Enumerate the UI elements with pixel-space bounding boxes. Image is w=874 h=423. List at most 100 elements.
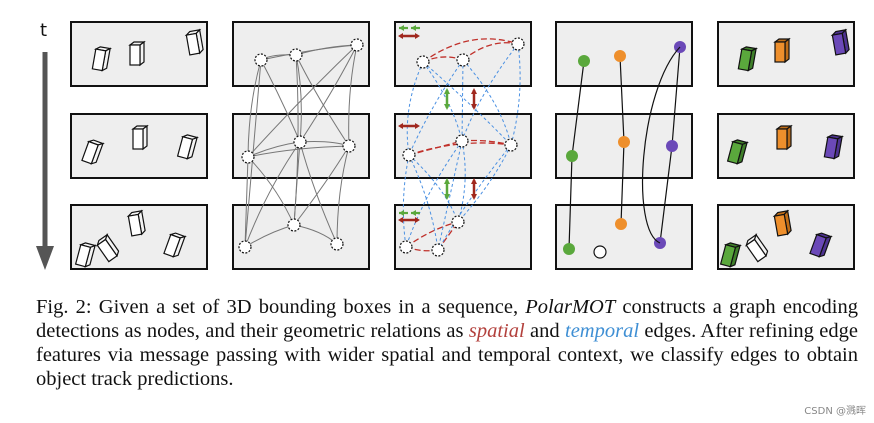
- st-node-1: [416, 55, 430, 69]
- track-node-3-2: [666, 140, 678, 152]
- caption-spatial: spatial: [468, 320, 525, 342]
- temporal-edge-15: [457, 144, 512, 223]
- graph-edge-13: [247, 145, 350, 158]
- track-curve: [641, 46, 681, 244]
- graph-edge-8: [247, 44, 358, 158]
- graph-node-3: [350, 38, 364, 52]
- temporal-edge-5: [462, 59, 512, 146]
- track-node-1-3: [563, 243, 575, 255]
- prediction-box-8: [745, 233, 769, 263]
- figure-caption: Fig. 2: Given a set of 3D bounding boxes…: [36, 295, 858, 391]
- panel-c2-r3: [232, 204, 370, 270]
- column-tracks: [563, 41, 686, 259]
- detection-box-10: [163, 232, 187, 258]
- graph-edge-15: [247, 156, 295, 226]
- red-vertical-arrow-2: [471, 178, 477, 200]
- watermark: CSDN @溅晖: [804, 406, 866, 417]
- column-predictions: [719, 28, 850, 268]
- caption-temporal: temporal: [565, 320, 640, 342]
- graph-node-4: [241, 150, 255, 164]
- detection-box-7: [74, 242, 97, 268]
- graph-edge-19: [336, 145, 350, 245]
- graph-edge-22: [299, 141, 338, 245]
- red-arrow-pair-3: [398, 217, 420, 223]
- caption-text-4: edges. After refining edge features via …: [36, 320, 858, 390]
- unmatched-node: [593, 245, 607, 259]
- detection-box-4: [81, 139, 105, 165]
- green-arrow-pair-2: [399, 210, 420, 216]
- red-arrow-pair-2: [398, 123, 420, 129]
- prediction-box-6: [823, 134, 845, 160]
- track-node-2-2: [618, 136, 630, 148]
- prediction-box-2: [773, 37, 791, 64]
- temporal-edge-13: [457, 140, 466, 223]
- st-node-8: [431, 243, 445, 257]
- temporal-edge-9: [408, 154, 439, 251]
- graph-edge-6: [295, 54, 302, 143]
- detection-box-5: [131, 124, 149, 151]
- detection-box-9: [126, 209, 146, 237]
- green-arrow-pair-1: [399, 25, 420, 31]
- time-label: t: [40, 20, 47, 41]
- detection-box-1: [91, 46, 113, 72]
- graph-node-5: [293, 135, 307, 149]
- track-node-1-2: [566, 150, 578, 162]
- st-node-9: [451, 215, 465, 229]
- temporal-edge-3: [408, 59, 464, 156]
- caption-text-1: Given a set of 3D bounding boxes in a se…: [91, 296, 526, 318]
- spatial-edge-1: [422, 38, 519, 63]
- temporal-edge-6: [461, 43, 519, 142]
- graph-node-6: [342, 139, 356, 153]
- caption-text-2: constructs a graph encoding detections a…: [36, 296, 859, 342]
- temporal-edge-16: [422, 61, 512, 146]
- column-graph: [238, 38, 364, 254]
- graph-edge-7: [295, 54, 350, 147]
- detection-box-8: [96, 233, 120, 263]
- graph-edge-5: [260, 59, 301, 143]
- green-vertical-arrow-1: [444, 88, 450, 110]
- detection-box-3: [184, 28, 204, 56]
- red-arrow-pair-1: [398, 33, 420, 39]
- green-vertical-arrow-2: [444, 178, 450, 200]
- graph-node-9: [330, 237, 344, 251]
- graph-edge-10: [348, 44, 358, 147]
- panel-c4-r3: [555, 204, 693, 270]
- temporal-edge-12: [437, 140, 463, 251]
- time-arrow: [36, 52, 54, 270]
- red-vertical-arrow-1: [471, 88, 477, 110]
- graph-edge-23: [244, 59, 262, 248]
- prediction-box-1: [737, 46, 759, 72]
- graph-node-2: [289, 48, 303, 62]
- prediction-box-10: [809, 232, 833, 258]
- prediction-box-3: [830, 28, 850, 56]
- graph-edge-18: [293, 145, 350, 226]
- graph-edge-16: [244, 141, 301, 248]
- detection-box-2: [128, 40, 146, 67]
- graph-edge-3: [260, 44, 358, 61]
- temporal-edge-7: [510, 43, 521, 146]
- st-node-6: [504, 138, 518, 152]
- graph-node-1: [254, 53, 268, 67]
- caption-text-3: and: [524, 320, 565, 342]
- st-node-7: [399, 240, 413, 254]
- st-node-2: [456, 53, 470, 67]
- caption-fig-label: Fig. 2:: [36, 296, 92, 318]
- st-node-4: [402, 148, 416, 162]
- prediction-box-7: [719, 242, 742, 268]
- column-spatial-temporal: [398, 25, 525, 257]
- st-node-3: [511, 37, 525, 51]
- track-node-2-3: [615, 218, 627, 230]
- graph-edge-4: [247, 59, 262, 158]
- graph-edge-14: [244, 156, 249, 248]
- panel-c3-r3: [394, 204, 532, 270]
- temporal-edge-10: [408, 154, 459, 223]
- st-node-5: [455, 134, 469, 148]
- temporal-edge-8: [402, 154, 410, 248]
- caption-method: PolarMOT: [525, 296, 616, 318]
- temporal-edge-4: [461, 59, 464, 142]
- track-node-2-1: [614, 50, 626, 62]
- track-node-1-1: [578, 55, 590, 67]
- prediction-box-9: [772, 209, 792, 237]
- prediction-box-5: [775, 124, 793, 151]
